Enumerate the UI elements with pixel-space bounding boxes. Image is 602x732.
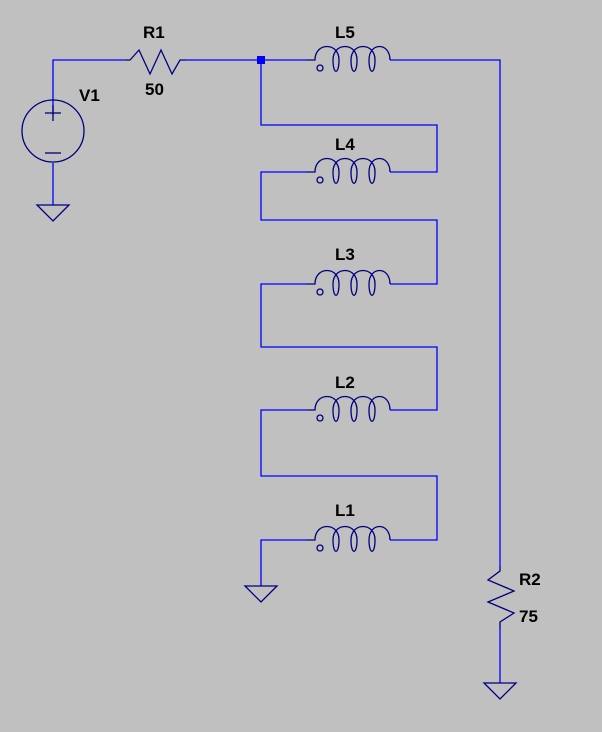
label-v1: V1: [79, 86, 100, 105]
value-r1: 50: [145, 80, 164, 99]
label-r2: R2: [519, 570, 541, 589]
inductor-l4[interactable]: [307, 157, 391, 184]
value-r2: 75: [519, 607, 538, 626]
label-l5: L5: [335, 23, 355, 42]
wire-node-to-l4[interactable]: [260, 60, 438, 173]
label-l4: L4: [335, 135, 355, 154]
label-l3: L3: [335, 245, 355, 264]
wire-v1-to-r1[interactable]: [52, 59, 125, 115]
inductor-l1[interactable]: [307, 525, 391, 552]
ground-icon: [35, 204, 71, 222]
label-r1: R1: [143, 23, 165, 42]
wire-l1-to-ground[interactable]: [260, 539, 307, 586]
polarity-dot: [316, 414, 324, 422]
resistor-r2[interactable]: [486, 566, 516, 629]
resistor-r1[interactable]: [125, 48, 186, 76]
ground-icon: [243, 585, 279, 603]
wire-l3-to-l2[interactable]: [260, 283, 438, 411]
inductor-l2[interactable]: [307, 395, 391, 422]
wire-l5-to-r2[interactable]: [390, 59, 501, 566]
polarity-dot: [316, 544, 324, 552]
label-l2: L2: [335, 373, 355, 392]
wires: [52, 59, 501, 683]
polarity-dot: [316, 176, 324, 184]
wire-l2-to-l1[interactable]: [260, 409, 438, 541]
voltage-source-circle: [21, 99, 85, 163]
label-l1: L1: [335, 501, 355, 520]
junction-node[interactable]: [257, 56, 265, 64]
inductor-l5[interactable]: [307, 45, 391, 72]
polarity-dot: [316, 288, 324, 296]
polarity-dot: [316, 64, 324, 72]
ground-icon: [482, 682, 518, 700]
wire-l4-to-l3[interactable]: [260, 171, 438, 285]
inductor-l3[interactable]: [307, 269, 391, 296]
voltage-source-v1[interactable]: [21, 99, 85, 163]
